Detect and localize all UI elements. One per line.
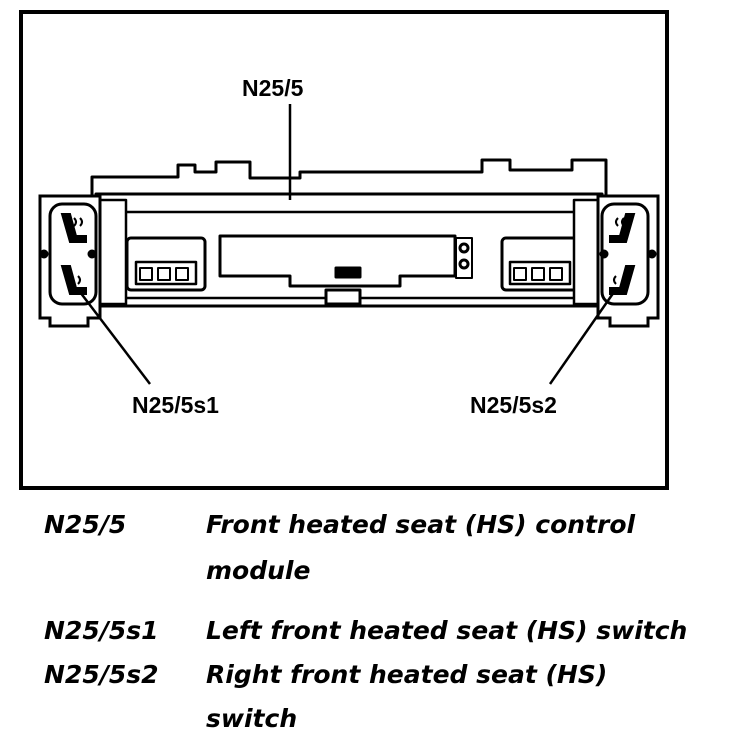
right-switch-callout: N25/5s2 <box>470 392 557 418</box>
control-module-drawing <box>90 158 608 308</box>
module-callout: N25/5 <box>242 75 304 101</box>
right-switch-leader-line <box>548 291 616 385</box>
seat-heat-icon <box>609 213 636 295</box>
seat-heat-icon <box>60 213 87 295</box>
left-switch-callout: N25/5s1 <box>132 392 219 418</box>
left-switch-leader-line <box>79 291 151 385</box>
